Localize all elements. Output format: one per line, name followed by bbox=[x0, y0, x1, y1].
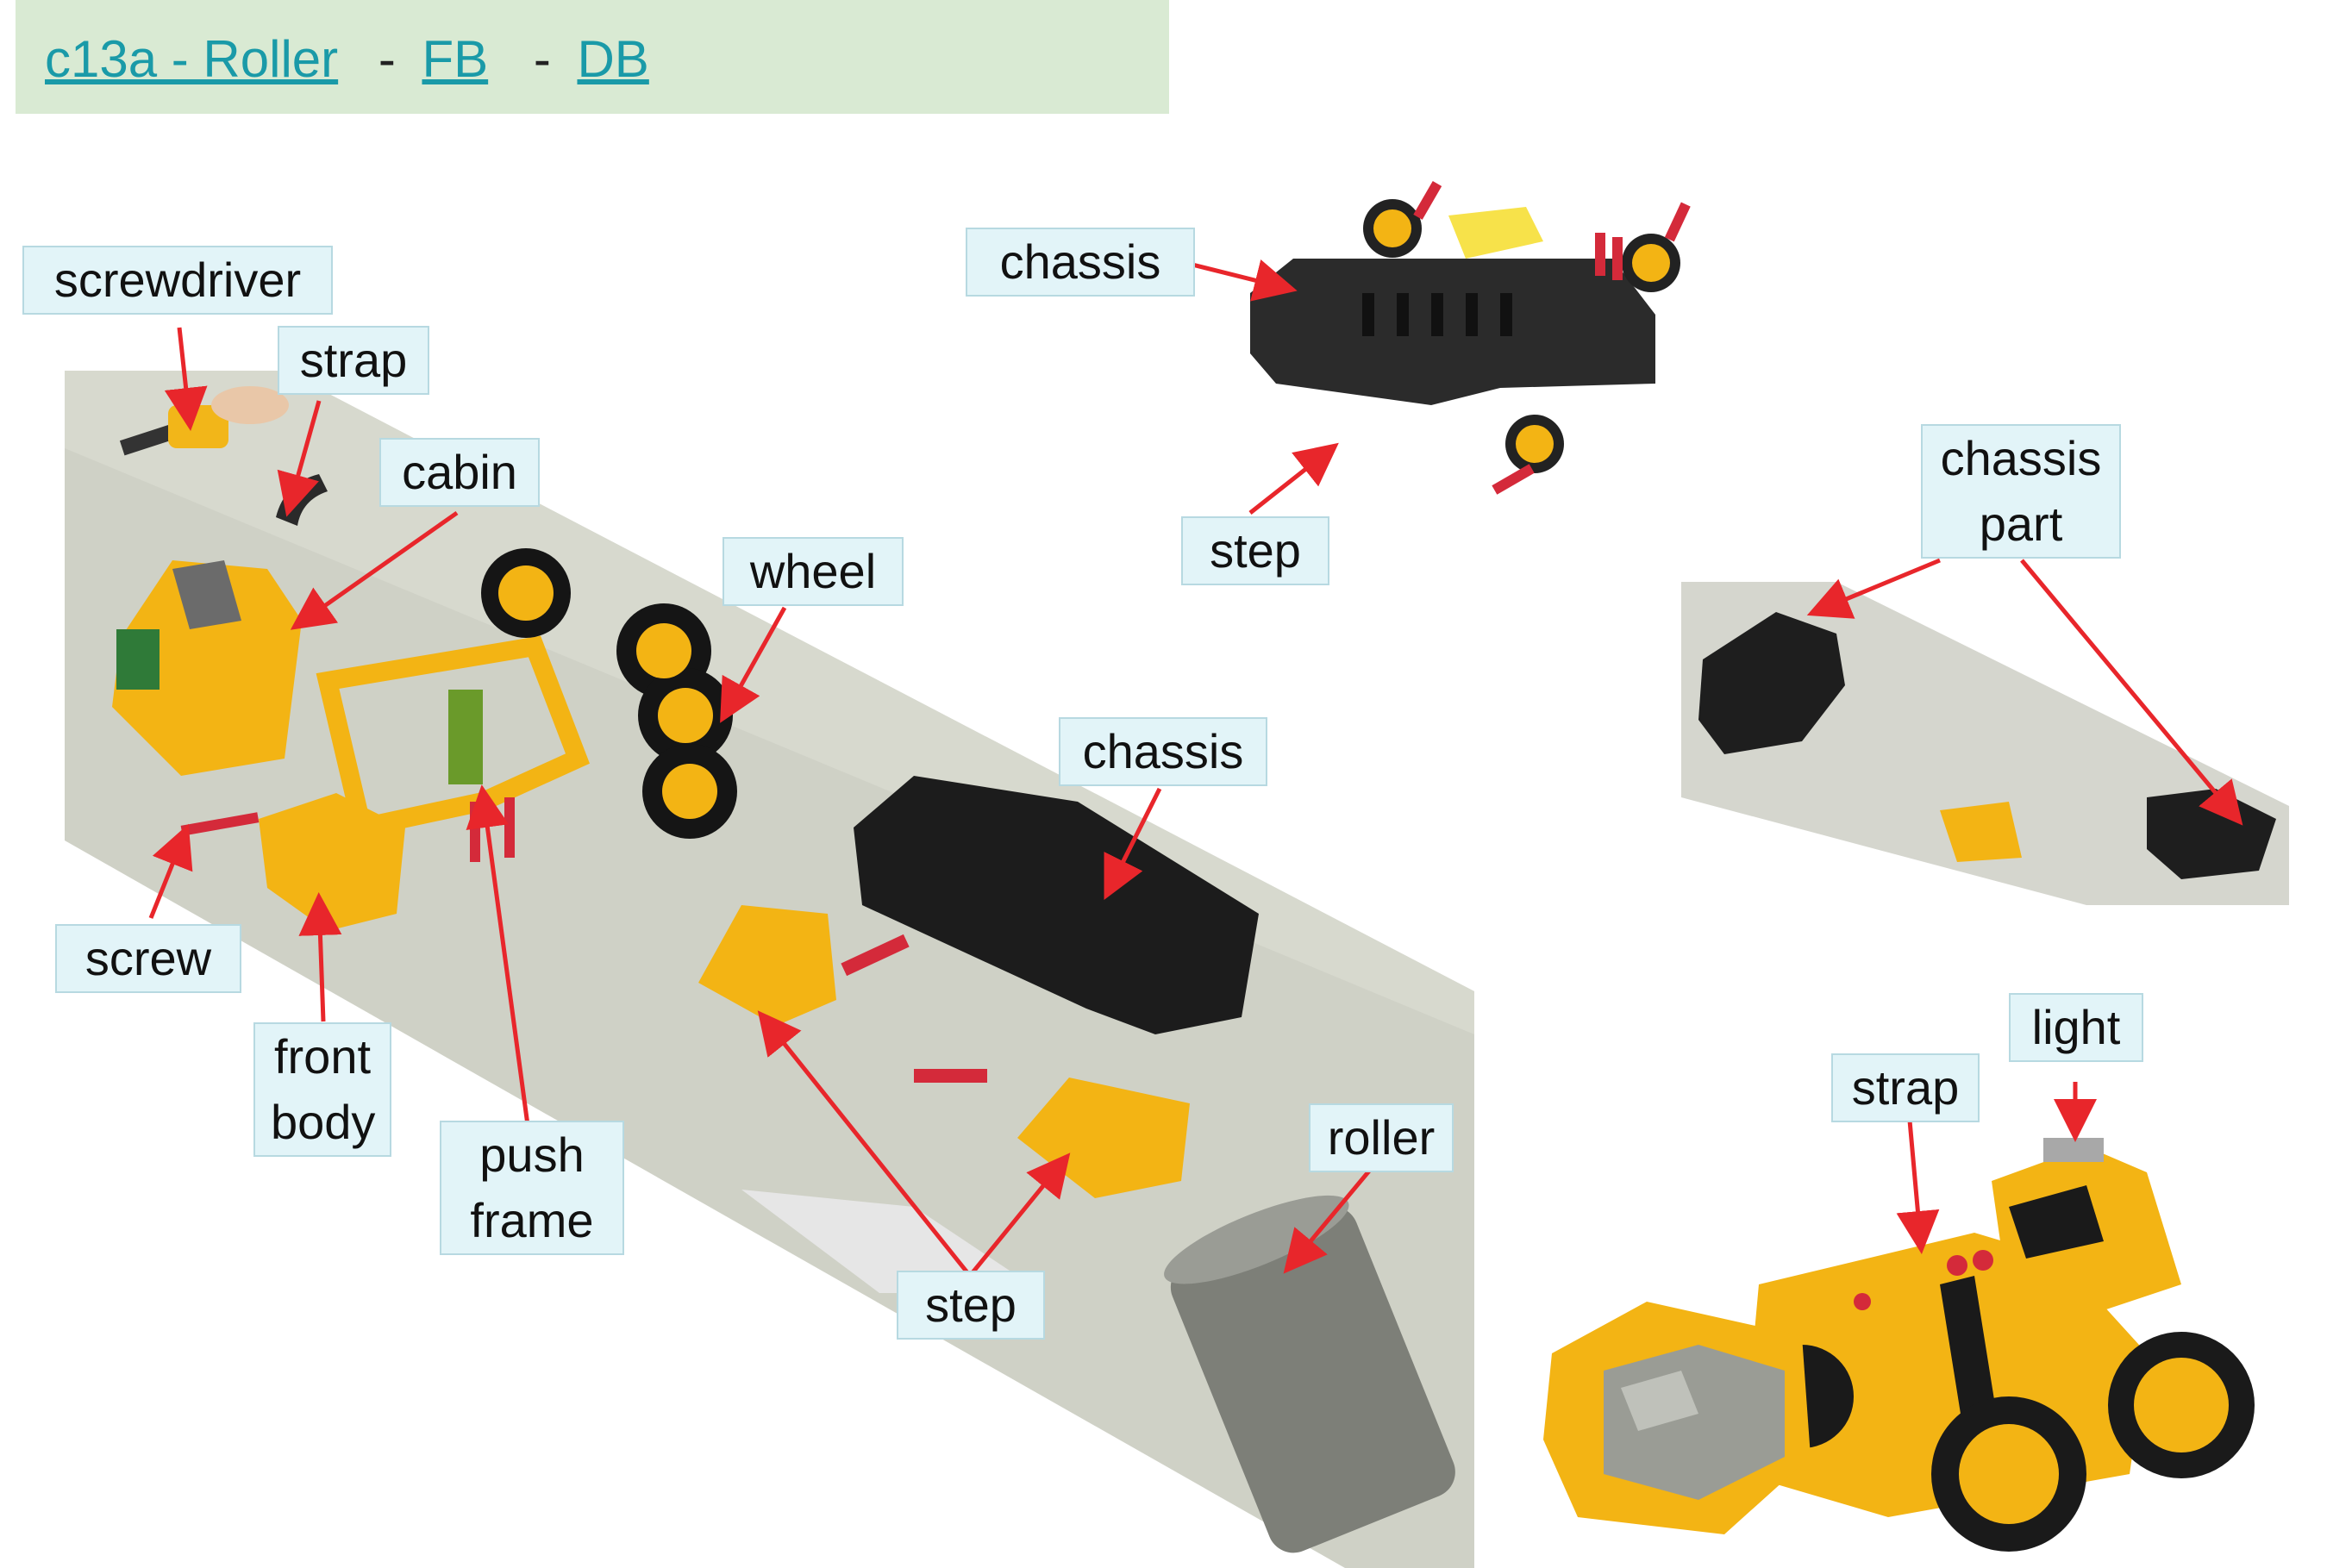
title-link[interactable]: c13a - Roller bbox=[45, 30, 339, 88]
chassis-part-photo bbox=[1681, 582, 2289, 905]
label-push-frame: push frame bbox=[440, 1121, 624, 1255]
label-wheel: wheel bbox=[722, 537, 904, 606]
label-strap: strap bbox=[278, 326, 429, 395]
fb-link[interactable]: FB bbox=[422, 30, 489, 88]
label-front-body-line2: body bbox=[271, 1095, 376, 1149]
label-front-body: front body bbox=[253, 1022, 391, 1157]
assembled-roller-photo bbox=[1543, 1138, 2255, 1552]
label-push-frame-line1: push bbox=[479, 1128, 585, 1182]
label-screw: screw bbox=[55, 924, 241, 993]
label-cabin: cabin bbox=[379, 438, 540, 507]
label-light: light bbox=[2009, 993, 2143, 1062]
label-step-diagram: step bbox=[1181, 516, 1329, 585]
exploded-chassis-diagram bbox=[1250, 180, 1691, 495]
label-chassis-diagram: chassis bbox=[966, 228, 1195, 297]
label-strap-product: strap bbox=[1831, 1053, 1980, 1122]
label-chassis: chassis bbox=[1059, 717, 1267, 786]
header-bar: c13a - Roller - FB - DB bbox=[16, 0, 1169, 114]
label-chassis-part-line1: chassis bbox=[1940, 431, 2102, 485]
label-screwdriver: screwdriver bbox=[22, 246, 333, 315]
separator: - bbox=[378, 30, 396, 88]
separator: - bbox=[533, 30, 551, 88]
header-links: c13a - Roller - FB - DB bbox=[45, 29, 649, 89]
label-front-body-line1: front bbox=[273, 1029, 372, 1084]
db-link[interactable]: DB bbox=[577, 30, 649, 88]
label-push-frame-line2: frame bbox=[470, 1193, 594, 1247]
label-chassis-part-line2: part bbox=[1979, 497, 2063, 551]
label-step: step bbox=[897, 1271, 1045, 1340]
label-roller: roller bbox=[1309, 1103, 1454, 1172]
label-chassis-part: chassis part bbox=[1921, 424, 2121, 559]
